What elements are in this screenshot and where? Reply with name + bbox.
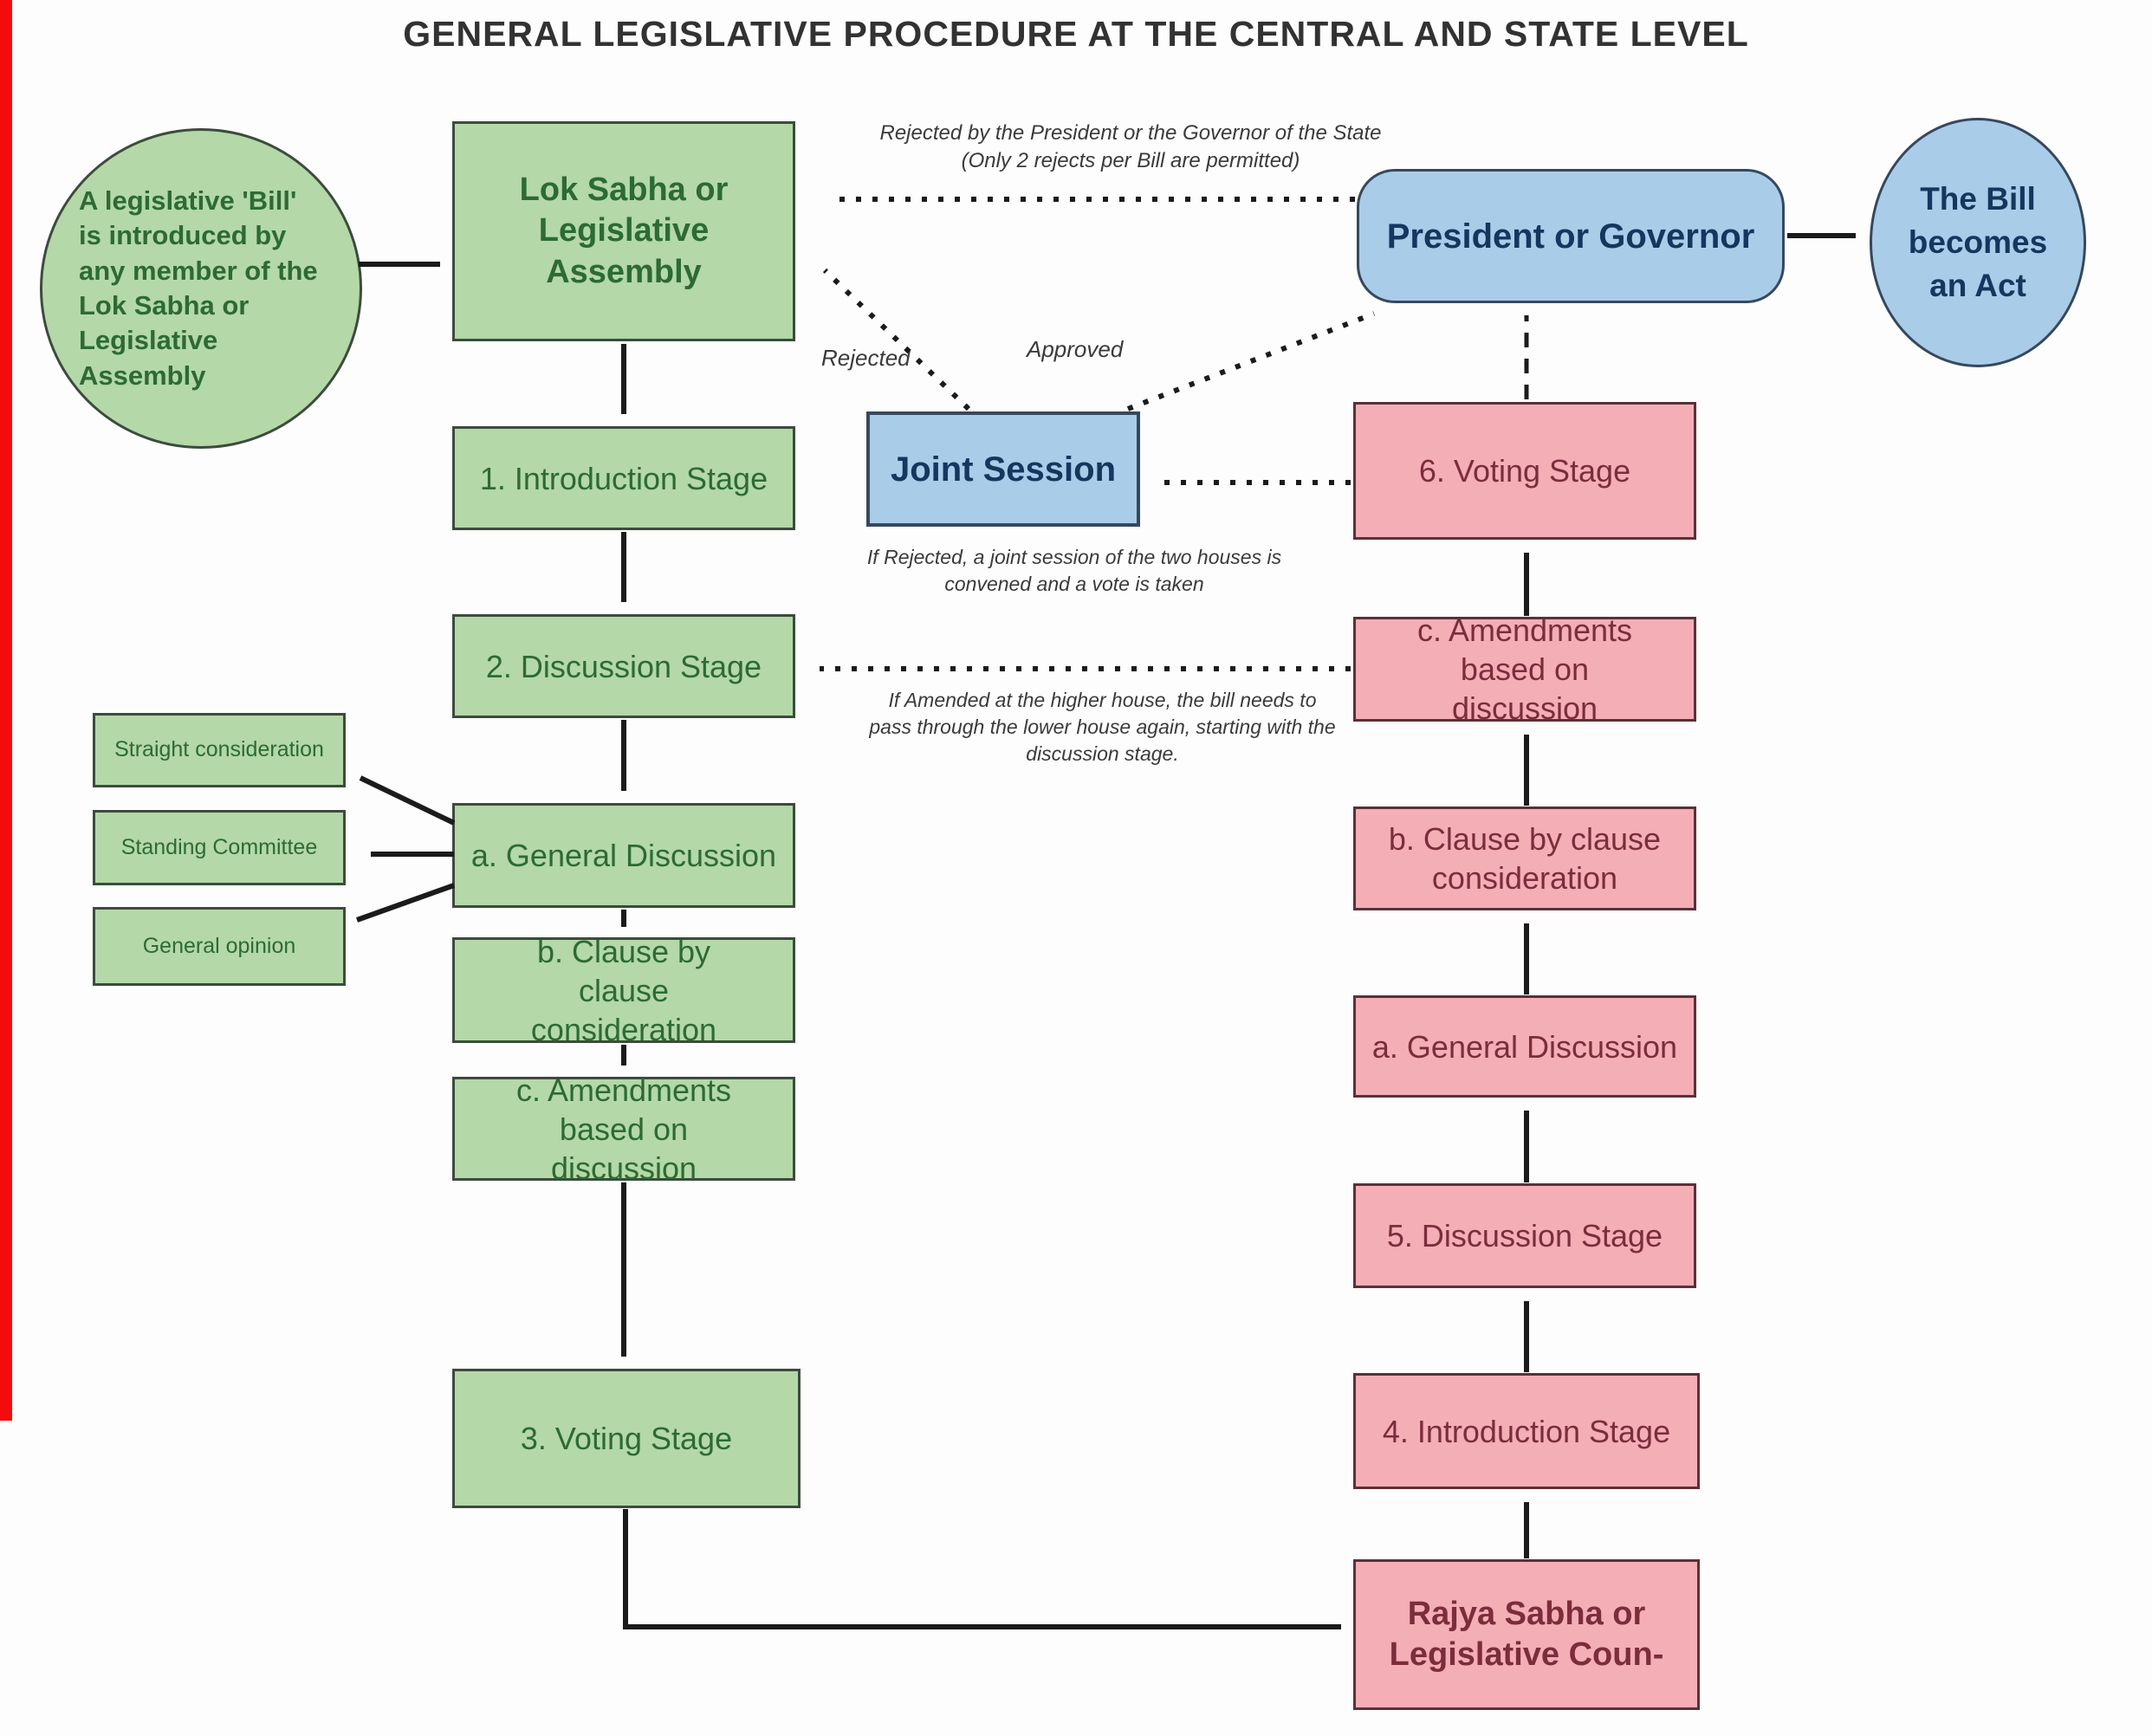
node-voting-stage-6-label: 6. Voting Stage	[1418, 453, 1631, 489]
node-general-opinion-label: General opinion	[142, 933, 296, 958]
node-voting-stage-3: 3. Voting Stage	[452, 1369, 801, 1508]
node-lok-sabha: Lok Sabha or Legislative Assembly	[452, 121, 795, 341]
node-discussion-stage-2-label: 2. Discussion Stage	[485, 648, 762, 684]
annotation-amended-note: If Amended at the higher house, the bill…	[869, 689, 1336, 766]
node-voting-stage-3-label: 3. Voting Stage	[520, 1421, 733, 1456]
node-straight-consideration-label: Straight consideration	[114, 737, 324, 762]
node-general-discussion-a: a. General Discussion	[452, 803, 795, 908]
node-discussion-stage-5-label: 5. Discussion Stage	[1386, 1218, 1663, 1253]
node-general-opinion: General opinion	[93, 907, 346, 986]
node-standing-committee: Standing Committee	[93, 810, 346, 885]
label-approved: Approved	[1027, 336, 1124, 362]
node-president-or-governor: President or Governor	[1357, 169, 1785, 303]
node-rajya-sabha-label: Rajya Sabha or Legislative Coun-	[1389, 1595, 1664, 1674]
node-straight-consideration: Straight consideration	[93, 713, 346, 787]
node-bill-becomes-act-label: The Bill becomes an Act	[1908, 181, 2048, 303]
node-bill-introduced-circle: A legislative 'Bill' is introduced by an…	[40, 128, 362, 449]
node-bill-becomes-act: The Bill becomes an Act	[1870, 118, 2086, 367]
node-clause-by-clause-b: b. Clause by clause consideration	[452, 934, 795, 1047]
node-voting-stage-6: 6. Voting Stage	[1353, 402, 1696, 540]
node-joint-session-label: Joint Session	[890, 450, 1117, 489]
node-introduction-stage-4-label: 4. Introduction Stage	[1382, 1413, 1671, 1449]
node-general-discussion-a-label: a. General Discussion	[470, 838, 777, 873]
arrow-joint-rejected-to-lok	[822, 268, 971, 411]
annotation-joint-session-note: If Rejected, a joint session of the two …	[866, 546, 1282, 596]
node-bill-introduced-label: A legislative 'Bill' is introduced by an…	[79, 185, 318, 391]
node-amendments-c-label: c. Amendments based on discussion	[515, 1072, 732, 1186]
node-joint-session: Joint Session	[866, 411, 1140, 527]
arrow-general-a-to-straight-consideration	[359, 775, 456, 826]
node-clause-by-clause-b-upper-label: b. Clause by clause consideration	[1388, 821, 1662, 896]
label-rejected: Rejected	[821, 345, 911, 371]
node-amendments-c: c. Amendments based on discussion	[452, 1072, 795, 1186]
node-rajya-sabha: Rajya Sabha or Legislative Coun-	[1353, 1559, 1700, 1710]
arrow-joint-approved-to-president	[1126, 311, 1376, 411]
node-general-discussion-a-upper-label: a. General Discussion	[1371, 1028, 1678, 1065]
diagram-title: GENERAL LEGISLATIVE PROCEDURE AT THE CEN…	[403, 14, 1749, 54]
node-standing-committee-label: Standing Committee	[120, 834, 318, 859]
node-introduction-stage-1-label: 1. Introduction Stage	[479, 460, 768, 496]
node-introduction-stage-1: 1. Introduction Stage	[452, 426, 795, 530]
arrow-general-a-to-general-opinion	[355, 883, 456, 923]
node-clause-by-clause-b-upper: b. Clause by clause consideration	[1353, 806, 1696, 910]
node-president-or-governor-label: President or Governor	[1386, 217, 1755, 256]
arrow-voting3-to-rajya-sabha	[623, 1509, 1341, 1629]
node-lok-sabha-label: Lok Sabha or Legislative Assembly	[519, 171, 729, 290]
node-discussion-stage-2: 2. Discussion Stage	[452, 614, 795, 718]
node-general-discussion-a-upper: a. General Discussion	[1353, 995, 1696, 1098]
node-discussion-stage-5: 5. Discussion Stage	[1353, 1183, 1696, 1288]
node-amendments-c-upper-label: c. Amendments based on discussion	[1416, 612, 1633, 726]
red-edge-line	[0, 0, 12, 1421]
annotation-rejected-by-president: Rejected by the President or the Governo…	[879, 121, 1382, 173]
node-amendments-c-upper: c. Amendments based on discussion	[1353, 612, 1696, 726]
node-clause-by-clause-b-label: b. Clause by clause consideration	[530, 933, 717, 1047]
node-introduction-stage-4: 4. Introduction Stage	[1353, 1373, 1700, 1489]
